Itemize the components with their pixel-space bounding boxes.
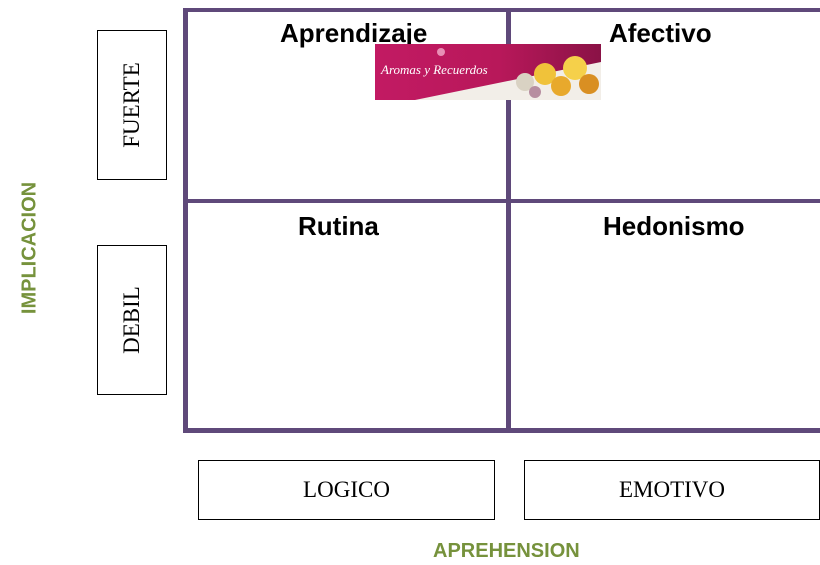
aromas-logo-graphic: Aromas y Recuerdos <box>375 44 601 100</box>
y-axis-title: IMPLICACION <box>18 181 41 315</box>
x-axis-title: APREHENSION <box>433 540 580 562</box>
grid-line-bottom <box>183 428 820 433</box>
quadrant-title-afectivo: Afectivo <box>609 18 712 48</box>
level-box-debil: DEBIL <box>97 245 167 395</box>
grid-line-center <box>506 8 511 433</box>
grid-line-top <box>183 8 820 12</box>
quadrant-title-hedonismo: Hedonismo <box>603 211 745 241</box>
quadrant-title-rutina: Rutina <box>298 211 379 241</box>
category-box-emotivo: EMOTIVO <box>524 460 820 520</box>
grid-line-left <box>183 8 188 433</box>
level-box-fuerte: FUERTE <box>97 30 167 180</box>
grid-line-middle <box>183 199 820 203</box>
aromas-logo: Aromas y Recuerdos <box>375 44 601 100</box>
quadrant-title-aprendizaje: Aprendizaje <box>280 18 428 48</box>
level-label-debil: DEBIL <box>119 286 144 354</box>
quadrant-matrix: Aprendizaje Afectivo Rutina Hedonismo <box>183 8 820 433</box>
category-box-logico: LOGICO <box>198 460 495 520</box>
logo-text: Aromas y Recuerdos <box>380 62 488 77</box>
level-label-fuerte: FUERTE <box>119 62 144 148</box>
